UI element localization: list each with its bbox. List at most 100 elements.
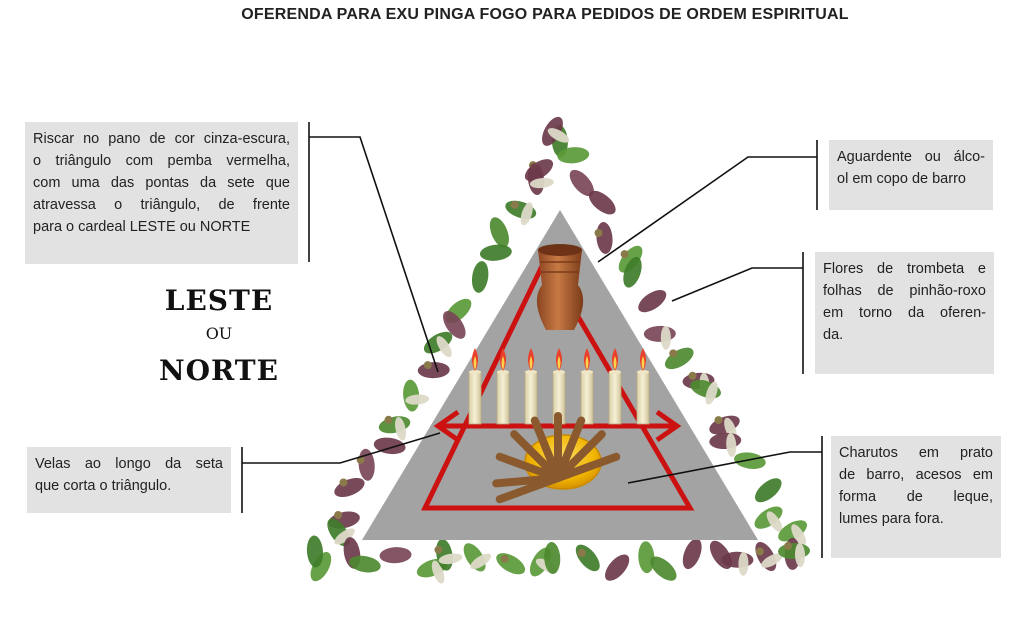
leaf-icon xyxy=(479,244,512,261)
note-flores-line: Flores de trombeta e xyxy=(823,261,986,277)
trumpet-flower-icon xyxy=(705,381,718,405)
leaf-icon xyxy=(682,538,702,570)
note-riscar-line: o triângulo com pemba vermelha, xyxy=(33,153,290,169)
seed-pod-icon xyxy=(620,250,629,259)
note-riscar-line: para o cardeal LESTE ou NORTE xyxy=(33,219,251,235)
candle-icon xyxy=(524,348,538,425)
leaf-icon xyxy=(569,169,594,197)
trumpet-flower-icon xyxy=(395,417,407,441)
candle-icon xyxy=(552,348,566,425)
candles xyxy=(468,348,650,425)
trumpet-flower-icon xyxy=(726,432,737,457)
trumpet-flower-icon xyxy=(334,528,355,545)
note-flores-line: da. xyxy=(823,327,844,343)
flower-garland xyxy=(306,116,811,584)
leaf-icon xyxy=(575,544,600,572)
direction-north: NORTE xyxy=(159,354,279,387)
leaf-icon xyxy=(417,362,450,379)
trumpet-flower-icon xyxy=(794,543,806,568)
leaf-icon xyxy=(754,478,782,503)
trumpet-flower-icon xyxy=(470,553,492,570)
candle-icon xyxy=(608,348,622,425)
cigar-icon xyxy=(530,416,562,482)
note-charutos-line: forma de leque, xyxy=(839,489,993,505)
trumpet-flower-icon xyxy=(738,551,749,576)
note-aguardente: Aguardente ou álco- ol em copo de barro xyxy=(829,140,993,210)
leaf-icon xyxy=(471,261,489,293)
cigars-fan xyxy=(492,412,621,504)
leaf-icon xyxy=(379,547,412,564)
seed-pod-icon xyxy=(384,415,393,424)
seed-pod-icon xyxy=(510,200,519,209)
trumpet-flower-icon xyxy=(436,336,452,358)
note-flores-line: folhas de pinhão-roxo xyxy=(823,283,986,299)
cigar-icon xyxy=(495,452,562,482)
seed-pod-icon xyxy=(339,478,348,487)
leaf-icon xyxy=(557,147,590,164)
seed-pod-icon xyxy=(594,228,603,237)
clay-cup-icon xyxy=(536,244,584,330)
note-charutos-line: de barro, acesos em xyxy=(839,467,993,483)
leaf-icon xyxy=(623,256,642,288)
trumpet-flower-icon xyxy=(791,524,807,546)
seed-pod-icon xyxy=(334,511,343,520)
leaf-icon xyxy=(664,347,694,370)
leaf-icon xyxy=(596,221,613,254)
leaf-icon xyxy=(733,452,766,469)
trumpet-flower-icon xyxy=(761,553,783,568)
trumpet-flower-icon xyxy=(438,553,463,565)
leaf-icon xyxy=(618,245,643,273)
cigar-icon xyxy=(554,430,606,482)
leaf-icon xyxy=(650,556,677,581)
trumpet-flower-icon xyxy=(660,325,671,350)
leaf-icon xyxy=(443,311,466,339)
leaf-icon xyxy=(349,555,381,573)
note-riscar: Riscar no pano de cor cinza-escura, o tr… xyxy=(25,122,298,264)
leaf-icon xyxy=(605,554,630,581)
leaf-icon xyxy=(306,535,324,568)
leaf-icon xyxy=(378,416,411,434)
note-riscar-line: com uma das pontas da sete que xyxy=(33,175,290,191)
cigar-icon xyxy=(510,430,562,482)
note-aguardente-line: ol em copo de barro xyxy=(837,171,966,187)
trumpet-flower-icon xyxy=(405,394,430,405)
candle-icon xyxy=(468,348,482,425)
leaf-icon xyxy=(496,553,526,575)
direction-or: OU xyxy=(205,324,233,343)
trumpet-flower-icon xyxy=(520,202,533,226)
leaf-icon xyxy=(643,325,676,342)
seed-pod-icon xyxy=(577,548,586,557)
trumpet-flower-icon xyxy=(529,177,554,189)
seed-pod-icon xyxy=(755,547,764,556)
note-riscar-line: atravessa o triângulo, de frente xyxy=(33,197,290,213)
leaf-icon xyxy=(778,543,811,560)
leaf-icon xyxy=(638,541,655,574)
leaf-icon xyxy=(310,552,332,582)
seed-pod-icon xyxy=(669,349,678,358)
trumpet-flower-icon xyxy=(766,511,783,532)
seed-pod-icon xyxy=(784,542,793,551)
note-velas-line: que corta o triângulo. xyxy=(35,478,172,494)
seed-pod-icon xyxy=(434,545,443,554)
note-charutos-line: lumes para fora. xyxy=(839,511,944,527)
seed-pod-icon xyxy=(688,371,697,380)
note-velas-line: Velas ao longo da seta xyxy=(35,456,223,472)
leader-lines xyxy=(241,122,823,558)
note-charutos-line: Charutos em prato xyxy=(839,445,993,461)
seed-pod-icon xyxy=(423,361,432,370)
trumpet-flower-icon xyxy=(431,560,445,584)
leaf-icon xyxy=(489,217,509,248)
candle-icon xyxy=(496,348,510,425)
trumpet-flower-icon xyxy=(547,128,570,143)
candle-icon xyxy=(636,348,650,425)
candle-icon xyxy=(580,348,594,425)
note-aguardente-line: Aguardente ou álco- xyxy=(837,149,985,165)
leaf-icon xyxy=(544,542,561,575)
cigar-icon xyxy=(495,474,562,504)
note-flores-line: em torno da oferen- xyxy=(823,305,986,321)
note-flores: Flores de trombeta e folhas de pinhão-ro… xyxy=(815,252,994,374)
note-riscar-line: Riscar no pano de cor cinza-escura, xyxy=(33,131,290,147)
cigar-icon xyxy=(554,452,621,482)
leaf-icon xyxy=(588,190,616,215)
